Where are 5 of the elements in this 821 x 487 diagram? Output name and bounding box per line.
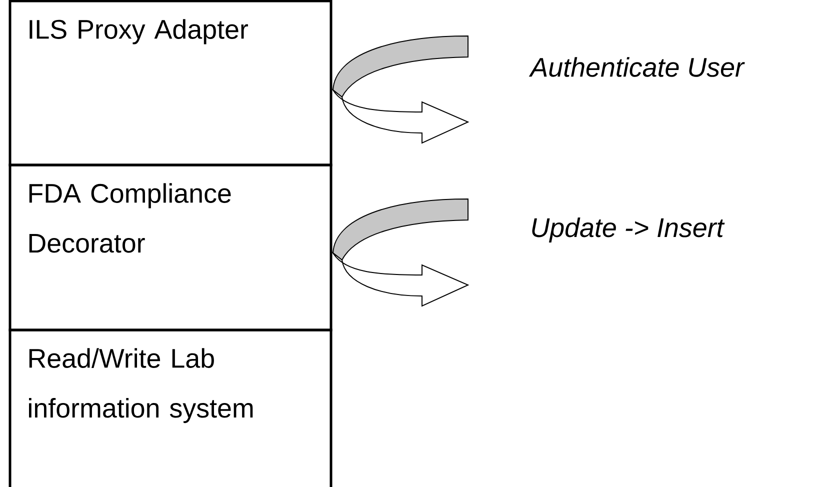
- operation-label: Update -> Insert: [532, 217, 725, 243]
- layer-box: FDA Compliance Decorator: [8, 164, 332, 332]
- operation-label: Authenticate User: [528, 57, 745, 77]
- layer-box: Read/Write Lab information system: [8, 328, 332, 487]
- layer-box: ILS Proxy Adapter: [8, 0, 332, 166]
